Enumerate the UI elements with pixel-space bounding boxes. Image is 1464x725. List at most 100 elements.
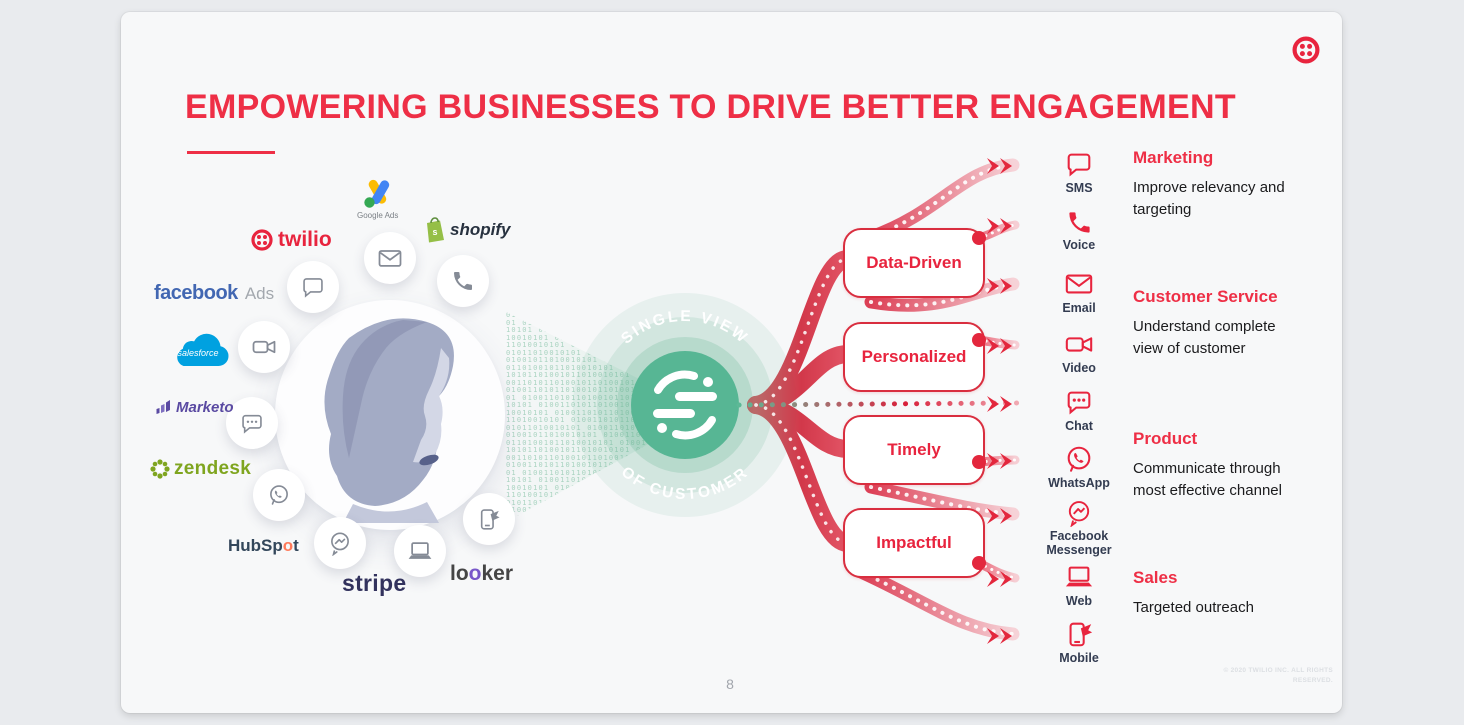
category-marketing: Marketing Improve relevancy and targetin…	[1133, 148, 1308, 221]
bubble-laptop-icon	[394, 525, 446, 577]
chevron-arrows-icon	[987, 218, 1012, 234]
logo-hubspot-label-post: t	[293, 536, 299, 555]
attribute-box-data-driven: Data-Driven	[843, 228, 985, 298]
marketo-icon	[156, 400, 170, 414]
attribute-label: Impactful	[876, 533, 952, 552]
logo-marketo-label: Marketo	[176, 398, 234, 416]
connector-dot	[972, 333, 986, 347]
category-desc: Targeted outreach	[1133, 599, 1254, 616]
channel-row-video: Video	[987, 329, 1137, 375]
google-ads-icon	[363, 179, 389, 208]
channel-label: Chat	[1065, 419, 1093, 433]
twilio-badge-icon	[251, 229, 273, 251]
chevron-arrows-icon	[987, 571, 1012, 587]
chevron-arrows-icon	[987, 453, 1012, 469]
bubble-whatsapp-icon	[253, 469, 305, 521]
logo-facebook-label: facebook	[154, 282, 238, 304]
channel-row-email: Email	[987, 269, 1137, 315]
attribute-box-personalized: Personalized	[843, 322, 985, 392]
segment-logo-icon	[653, 370, 717, 440]
attribute-label: Personalized	[861, 347, 967, 366]
logo-salesforce: salesforce	[163, 328, 231, 374]
attribute-label: Timely	[887, 440, 941, 459]
logo-google-ads-label: Google Ads	[357, 211, 399, 220]
title-underline	[187, 151, 275, 154]
channel-row-voice: Voice	[987, 209, 1137, 252]
slide: EMPOWERING BUSINESSES TO DRIVE BETTER EN…	[121, 12, 1342, 713]
logo-shopify-label: shopify	[450, 219, 511, 239]
logo-facebook-ads: facebook Ads	[154, 282, 274, 305]
logo-salesforce-label: salesforce	[177, 348, 218, 358]
category-title: Customer Service	[1133, 287, 1278, 306]
channel-row-chat: Chat	[987, 387, 1137, 433]
category-sales: Sales Targeted outreach	[1133, 568, 1308, 619]
single-view-hub: SINGLE VIEW OF CUSTOMER	[573, 293, 797, 517]
logo-hubspot-label-pre: HubSp	[228, 536, 283, 555]
logo-looker-label-post: ker	[481, 562, 514, 585]
facebook-messenger-icon	[1068, 501, 1090, 527]
copyright-text: © 2020 TWILIO INC. ALL RIGHTS RESERVED.	[1223, 667, 1333, 685]
category-title: Marketing	[1133, 148, 1214, 167]
channel-label: Facebook Messenger	[1046, 529, 1112, 558]
chevron-arrows-icon	[987, 338, 1012, 354]
channel-row-mobile: Mobile	[987, 619, 1137, 665]
connector-dot	[972, 231, 986, 245]
web-icon	[1065, 566, 1093, 587]
bubble-sms-icon	[287, 261, 339, 313]
bubble-chat-dots-icon	[226, 397, 278, 449]
chevron-arrows-icon	[987, 628, 1012, 644]
channel-label: Video	[1062, 361, 1096, 375]
zendesk-mark-icon	[150, 459, 170, 479]
channel-row-sms: SMS	[987, 149, 1137, 195]
category-title: Sales	[1133, 568, 1178, 587]
category-product: Product Communicate through most effecti…	[1133, 429, 1308, 502]
svg-text:s: s	[432, 227, 437, 237]
bubble-video-icon	[238, 321, 290, 373]
category-desc: Communicate through most effective chann…	[1133, 460, 1282, 499]
email-icon	[1065, 274, 1093, 294]
channel-label: Email	[1062, 301, 1096, 315]
channel-row-web: Web	[987, 562, 1137, 608]
logo-zendesk-label: zendesk	[174, 458, 252, 479]
connector-dot	[972, 455, 986, 469]
logo-twilio-label: twilio	[278, 228, 332, 251]
logo-looker-accent-o: o	[468, 562, 482, 585]
chevron-arrows-icon	[987, 278, 1012, 294]
channel-row-whatsapp: WhatsApp	[987, 444, 1137, 490]
page-title: EMPOWERING BUSINESSES TO DRIVE BETTER EN…	[185, 88, 1236, 126]
logo-marketo: Marketo	[153, 398, 234, 416]
chat-icon	[1067, 391, 1091, 415]
category-desc: Understand complete view of customer	[1133, 318, 1276, 357]
sms-icon	[1067, 153, 1091, 177]
channel-label: Web	[1065, 594, 1093, 608]
category-title: Product	[1133, 429, 1198, 448]
logo-google-ads: Google Ads	[357, 178, 398, 220]
logo-stripe-label: stripe	[342, 570, 407, 596]
attribute-box-impactful: Impactful	[843, 508, 985, 578]
logo-looker-label-pre: lo	[450, 562, 469, 585]
logo-hubspot-sprocket-o: o	[282, 536, 294, 555]
video-icon	[1065, 337, 1093, 352]
whatsapp-icon	[1067, 446, 1091, 472]
logo-twilio: twilio	[251, 228, 332, 252]
shopify-bag-icon: s	[427, 217, 444, 243]
customer-head-illustration	[324, 318, 454, 523]
chevron-arrows-icon	[987, 158, 1012, 174]
channel-label: WhatsApp	[1048, 476, 1110, 490]
bubble-email-icon	[364, 232, 416, 284]
bubble-phone-icon	[437, 255, 489, 307]
channel-label: SMS	[1065, 181, 1093, 195]
channel-label: Voice	[1062, 238, 1096, 252]
logo-facebook-ads-suffix: Ads	[244, 283, 275, 303]
chevron-arrows-icon	[987, 508, 1012, 524]
bubble-mobile-icon	[463, 493, 515, 545]
category-desc: Improve relevancy and targeting	[1133, 179, 1285, 218]
twilio-logo-icon	[1292, 36, 1320, 64]
attribute-label: Data-Driven	[866, 253, 962, 272]
voice-icon	[1068, 212, 1090, 233]
logo-shopify: s shopify	[423, 216, 510, 243]
connector-dot	[972, 556, 986, 570]
channel-row-facebook-messenger: Facebook Messenger	[987, 499, 1137, 558]
